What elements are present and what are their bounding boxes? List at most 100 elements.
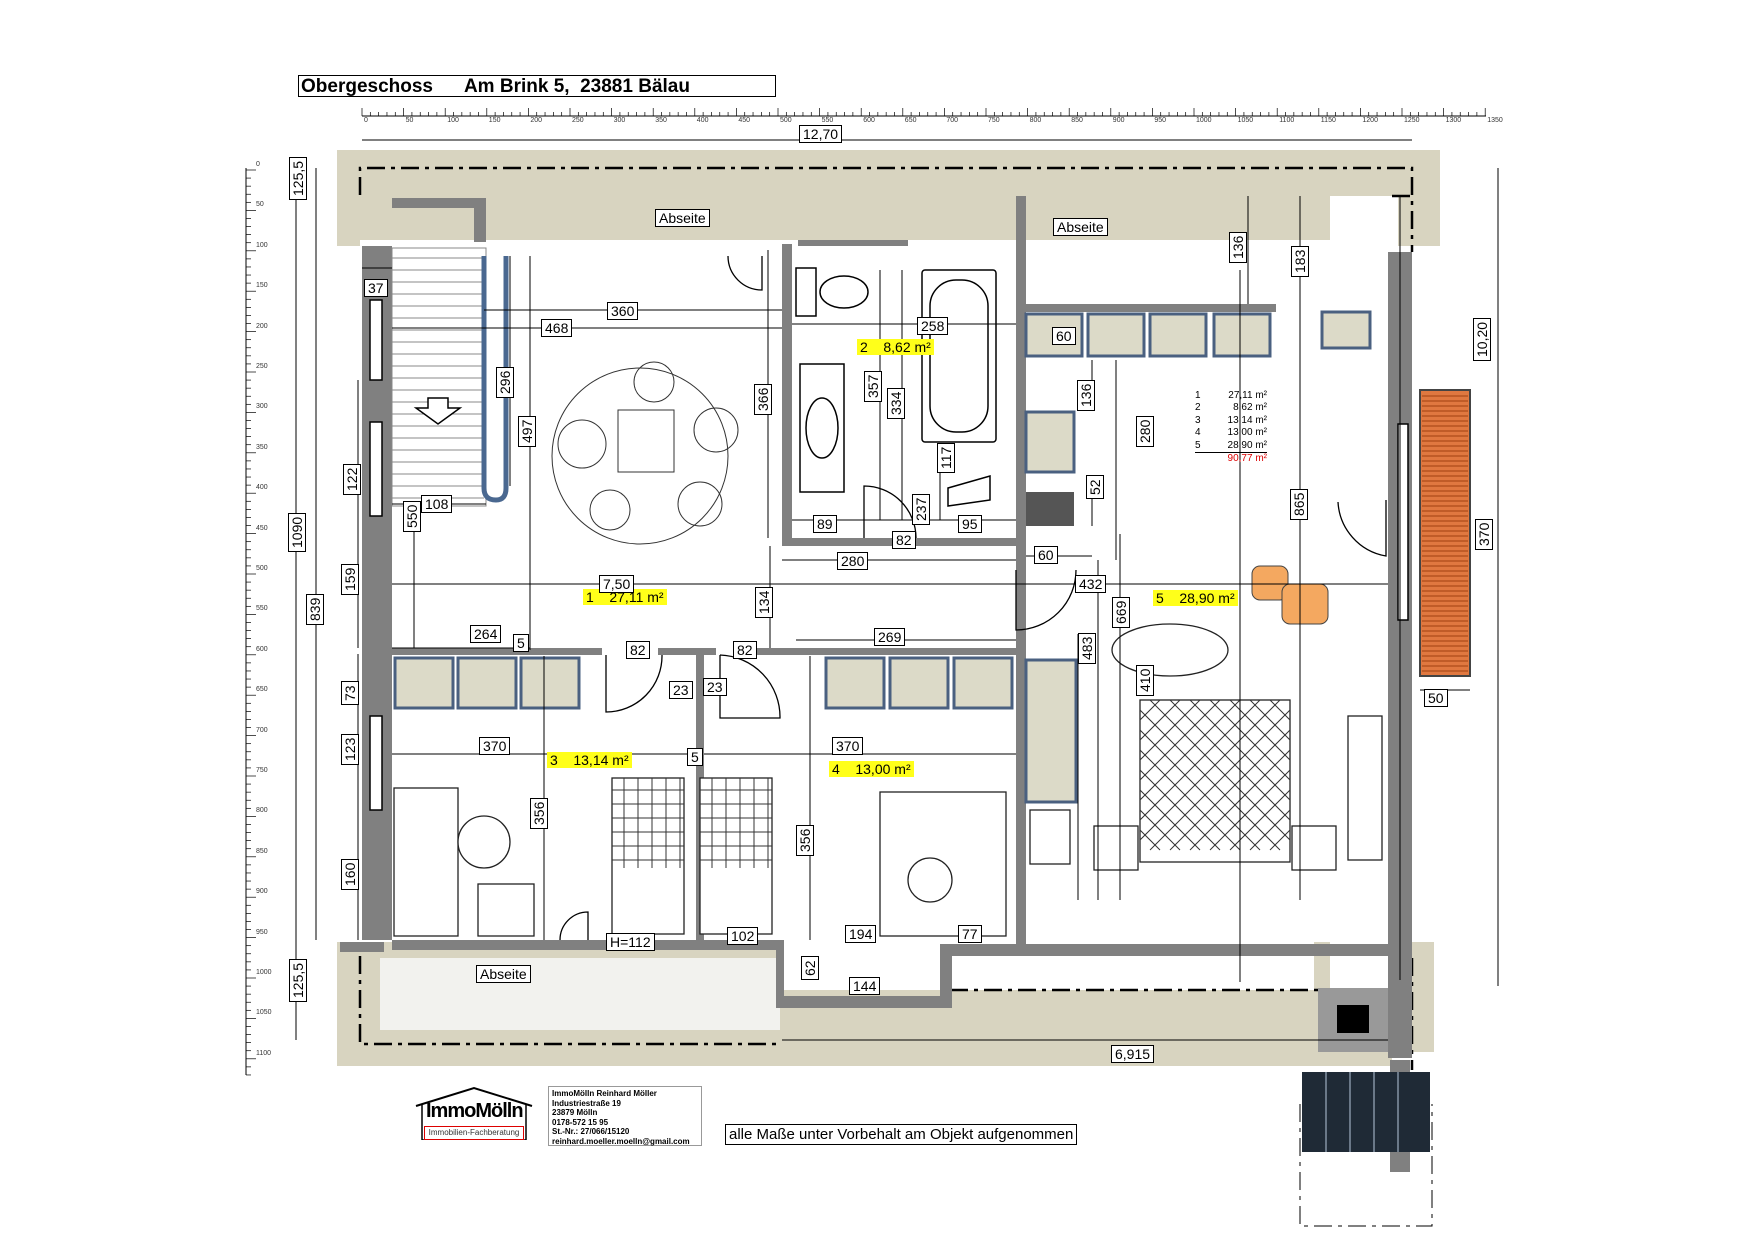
dim-73: 73 bbox=[341, 681, 359, 705]
ruler-h-label: 600 bbox=[863, 117, 875, 124]
legend-val: 8,62 m² bbox=[1233, 402, 1267, 414]
ruler-h-label: 450 bbox=[738, 117, 751, 124]
ruler-v-label: 500 bbox=[256, 565, 268, 572]
duvet-pattern bbox=[1249, 809, 1291, 851]
ruler-h-label: 1000 bbox=[1196, 117, 1212, 124]
duvet-pattern bbox=[1139, 829, 1161, 851]
company-city: 23879 Mölln bbox=[552, 1108, 598, 1118]
logo-text: ImmoMölln bbox=[426, 1100, 524, 1122]
dim-410: 410 bbox=[1136, 664, 1154, 696]
dim-95: 95 bbox=[958, 515, 982, 533]
dim-89: 89 bbox=[813, 515, 837, 533]
room-4-number: 4 bbox=[832, 761, 840, 777]
abseite-label-bottom: Abseite bbox=[476, 965, 531, 983]
dim-264: 264 bbox=[470, 625, 502, 643]
dim-136b: 136 bbox=[1077, 379, 1095, 411]
horizontal-ruler bbox=[361, 108, 1486, 117]
legend-num: 3 bbox=[1195, 414, 1201, 426]
ruler-h-label: 900 bbox=[1112, 117, 1125, 124]
ruler-v-label: 50 bbox=[256, 201, 264, 209]
ruler-v-label: 850 bbox=[256, 847, 268, 855]
dim-269: 269 bbox=[874, 628, 906, 646]
ruler-v-label: 750 bbox=[256, 767, 268, 774]
ruler-v-label: 650 bbox=[256, 686, 268, 694]
duvet-pattern bbox=[1139, 709, 1281, 851]
dim-258: 258 bbox=[917, 317, 949, 335]
ruler-v-label: 800 bbox=[256, 807, 268, 815]
legend-val: 27,11 m² bbox=[1228, 390, 1267, 401]
vertical-ruler bbox=[245, 168, 256, 1076]
ruler-h-label: 1150 bbox=[1320, 117, 1336, 124]
dim-360: 360 bbox=[607, 302, 639, 320]
dim-134: 134 bbox=[755, 586, 773, 618]
seating-group-sketch bbox=[551, 361, 739, 545]
duvet-pattern bbox=[1149, 699, 1291, 841]
ruler-h-label: 350 bbox=[655, 117, 667, 124]
dim-102: 102 bbox=[727, 927, 759, 945]
ruler-v-label: 250 bbox=[256, 363, 268, 370]
company-person: ImmoMölln Reinhard Möller bbox=[552, 1089, 657, 1098]
ruler-h-label: 300 bbox=[613, 117, 626, 124]
ruler-v-label: 600 bbox=[256, 645, 268, 653]
ruler-h-label: 400 bbox=[696, 117, 709, 124]
cabinets bbox=[393, 310, 1372, 804]
logo-house-icon bbox=[415, 1086, 533, 1140]
dim-125a: 125,5 bbox=[289, 156, 307, 200]
abseite-label-top-right: Abseite bbox=[1053, 218, 1108, 236]
dim-144: 144 bbox=[849, 977, 881, 995]
room-1-size: 27,11 m² bbox=[609, 589, 664, 605]
duvet-pattern bbox=[1139, 789, 1201, 851]
dim-125b: 125,5 bbox=[289, 958, 307, 1002]
dim-183: 183 bbox=[1291, 245, 1309, 277]
dim-23a: 23 bbox=[669, 681, 693, 699]
room-4-size: 13,00 m² bbox=[855, 761, 911, 777]
ruler-h-label: 550 bbox=[821, 117, 834, 124]
disclaimer-note: alle Maße unter Vorbehalt am Objekt aufg… bbox=[725, 1124, 1078, 1145]
legend-val: 13,14 m² bbox=[1227, 414, 1267, 426]
ruler-h-label: 700 bbox=[946, 117, 959, 124]
dim-23b: 23 bbox=[703, 678, 727, 696]
staircase bbox=[391, 247, 487, 507]
dim-50: 50 bbox=[1424, 689, 1448, 707]
room-3-number: 3 bbox=[550, 752, 558, 768]
ruler-h-label: 1100 bbox=[1279, 117, 1295, 124]
duvet-pattern bbox=[1139, 699, 1281, 841]
legend-val: 28,90 m² bbox=[1227, 439, 1267, 451]
abseite-label-top-left: Abseite bbox=[655, 209, 710, 227]
dim-60b: 60 bbox=[1034, 546, 1058, 564]
ruler-h-label: 1300 bbox=[1445, 117, 1462, 124]
room-2-size: 8,62 m² bbox=[883, 339, 931, 355]
dim-356a: 356 bbox=[530, 797, 548, 829]
duvet-pattern bbox=[1169, 699, 1291, 821]
height-label: H=112 bbox=[606, 933, 655, 951]
ruler-v-label: 1100 bbox=[256, 1049, 272, 1057]
company-address: ImmoMölln Reinhard Möller Industriestraß… bbox=[548, 1086, 702, 1146]
room-3-size: 13,14 m² bbox=[573, 752, 629, 768]
dim-136a: 136 bbox=[1229, 231, 1247, 263]
dim-117: 117 bbox=[937, 442, 955, 473]
dim-483: 483 bbox=[1078, 632, 1096, 664]
dim-280a: 280 bbox=[1136, 415, 1154, 447]
dim-60a: 60 bbox=[1052, 327, 1076, 345]
doors bbox=[559, 255, 1387, 941]
room-5-number: 5 bbox=[1156, 590, 1164, 606]
ruler-v-label: 900 bbox=[256, 888, 268, 896]
dim-432: 432 bbox=[1075, 575, 1107, 593]
plan-title: Obergeschoss Am Brink 5, 23881 Bälau bbox=[298, 75, 776, 97]
dim-237: 237 bbox=[912, 493, 930, 525]
dim-37: 37 bbox=[364, 279, 388, 297]
ruler-v-label: 0 bbox=[256, 161, 260, 168]
room-3-area: 3 13,14 m² bbox=[547, 752, 632, 768]
duvet-pattern bbox=[1139, 699, 1241, 801]
ruler-v-label: 550 bbox=[256, 605, 268, 613]
room-2-area: 2 8,62 m² bbox=[857, 339, 934, 355]
duvet-pattern bbox=[1139, 699, 1181, 741]
duvet-pattern bbox=[1209, 769, 1291, 851]
roof-tiles bbox=[1302, 1072, 1430, 1152]
windows bbox=[369, 299, 1409, 811]
company-phone: 0178-572 15 95 bbox=[552, 1117, 609, 1127]
dim-194: 194 bbox=[845, 925, 877, 943]
ruler-h-label: 100 bbox=[447, 117, 459, 124]
